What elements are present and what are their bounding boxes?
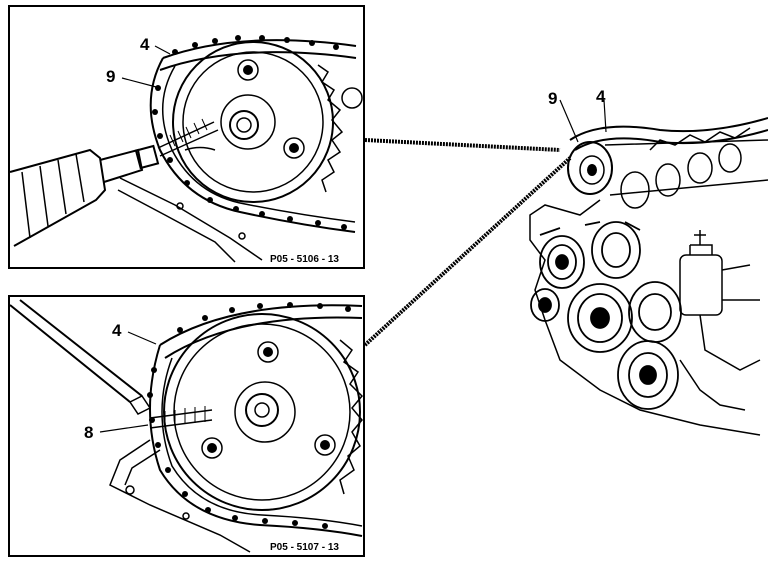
timing-chain-bottom	[147, 302, 363, 537]
camshaft-sprocket-bottom	[163, 313, 364, 511]
engine-cam-sprocket	[567, 141, 613, 195]
callout-engine-chain: 4	[596, 87, 606, 106]
leader-lines	[363, 138, 572, 347]
callout-bolt-top: 9	[106, 67, 115, 86]
detail-panel-bottom: 4 8 P05 - 5107 - 13	[8, 295, 365, 557]
engine-cover-outline-top	[117, 177, 263, 263]
sprocket-bolt-top	[157, 118, 219, 157]
timing-chain-top	[149, 35, 357, 233]
callout-chain-top: 4	[140, 35, 150, 54]
detail-top-frame	[8, 5, 365, 269]
figure-code-top: P05 - 5106 - 13	[270, 254, 339, 265]
holding-lever-bottom	[9, 299, 152, 415]
detail-panel-top: 4 9 P05 - 5106 - 13	[8, 5, 365, 269]
engine-pulleys	[530, 221, 682, 410]
detail-bottom-frame	[8, 295, 365, 557]
callout-bolt-bottom: 8	[84, 423, 93, 442]
camshaft-sprocket-top	[172, 41, 363, 203]
engine-cover-outline-bottom	[109, 439, 251, 553]
callout-engine-sprocket: 9	[548, 89, 557, 108]
engine-overview: 9 4	[529, 87, 768, 436]
callout-chain-bottom: 4	[112, 321, 122, 340]
engine-accessory	[679, 230, 761, 411]
figure-code-bottom: P05 - 5107 - 13	[270, 542, 339, 553]
sprocket-bolt-bottom	[149, 406, 213, 429]
socket-wrench-top	[9, 144, 160, 247]
